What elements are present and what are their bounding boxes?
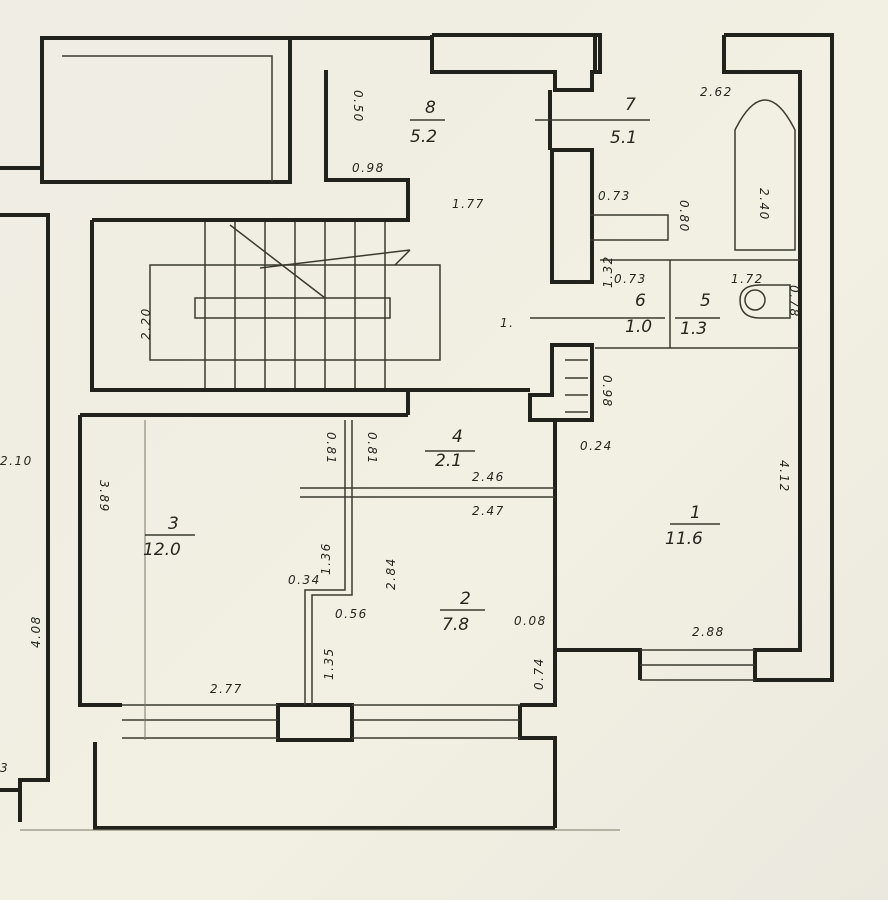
svg-text:0.56: 0.56 <box>335 607 368 621</box>
room-3-label: 3 12.0 <box>143 514 195 560</box>
svg-text:1.72: 1.72 <box>731 272 764 286</box>
svg-text:4.12: 4.12 <box>777 460 791 493</box>
svg-text:2.88: 2.88 <box>692 625 725 639</box>
svg-text:0.50: 0.50 <box>351 90 365 123</box>
walls <box>0 33 834 831</box>
svg-text:1.35: 1.35 <box>322 647 336 680</box>
svg-text:3: 3 <box>168 514 179 534</box>
room-5-label: 5 1.3 <box>675 291 720 339</box>
svg-text:4: 4 <box>452 427 463 447</box>
svg-text:11.6: 11.6 <box>665 529 703 549</box>
room-1-label: 1 11.6 <box>665 503 720 549</box>
room-2-label: 2 7.8 <box>440 589 485 635</box>
svg-text:2.40: 2.40 <box>757 188 771 221</box>
svg-text:1: 1 <box>690 503 701 523</box>
svg-text:7.8: 7.8 <box>442 615 469 635</box>
svg-text:1.0: 1.0 <box>625 317 652 337</box>
svg-text:0.81: 0.81 <box>324 432 338 465</box>
room-7-label: 7 5.1 <box>535 95 650 148</box>
svg-text:2.77: 2.77 <box>210 682 243 696</box>
svg-text:5.1: 5.1 <box>610 128 637 148</box>
svg-text:0.98: 0.98 <box>352 161 385 175</box>
svg-text:0.34: 0.34 <box>288 573 321 587</box>
svg-text:2.1: 2.1 <box>435 451 462 471</box>
room-4-label: 4 2.1 <box>425 427 475 471</box>
svg-text:7: 7 <box>625 95 636 115</box>
svg-text:1.32: 1.32 <box>601 255 615 288</box>
svg-text:0.24: 0.24 <box>580 439 613 453</box>
svg-text:6: 6 <box>635 291 646 311</box>
svg-text:2.20: 2.20 <box>139 307 153 340</box>
svg-text:2.47: 2.47 <box>472 504 505 518</box>
svg-text:1.36: 1.36 <box>319 542 333 575</box>
svg-text:2.62: 2.62 <box>700 85 733 99</box>
svg-text:2.46: 2.46 <box>472 470 505 484</box>
svg-text:1.3: 1.3 <box>680 319 707 339</box>
svg-text:8: 8 <box>425 98 436 118</box>
room-labels: 8 5.2 7 5.1 6 1.0 5 1.3 4 2.1 3 12.0 <box>143 95 720 635</box>
svg-text:0.08: 0.08 <box>514 614 547 628</box>
svg-text:0.80: 0.80 <box>677 200 691 233</box>
svg-text:0.78: 0.78 <box>787 285 801 318</box>
svg-text:4.08: 4.08 <box>29 615 43 648</box>
svg-text:1.: 1. <box>500 316 514 330</box>
svg-text:1.77: 1.77 <box>452 197 485 211</box>
svg-text:3: 3 <box>0 761 9 775</box>
svg-text:12.0: 12.0 <box>143 540 181 560</box>
svg-text:2.84: 2.84 <box>384 557 398 590</box>
dimension-labels: 2.62 0.98 0.50 1.77 0.73 0.73 1.72 2.40 … <box>0 85 801 775</box>
svg-text:0.73: 0.73 <box>614 272 647 286</box>
svg-text:5.2: 5.2 <box>410 127 437 147</box>
svg-text:0.81: 0.81 <box>365 432 379 465</box>
room-8-label: 8 5.2 <box>410 98 445 147</box>
svg-text:5: 5 <box>700 291 711 311</box>
room-6-label: 6 1.0 <box>530 291 665 337</box>
svg-text:3.89: 3.89 <box>97 480 111 513</box>
svg-text:2: 2 <box>460 589 471 609</box>
svg-text:2.10: 2.10 <box>0 454 33 468</box>
svg-text:0.74: 0.74 <box>532 657 546 690</box>
svg-text:0.98: 0.98 <box>600 375 614 408</box>
svg-text:0.73: 0.73 <box>598 189 631 203</box>
